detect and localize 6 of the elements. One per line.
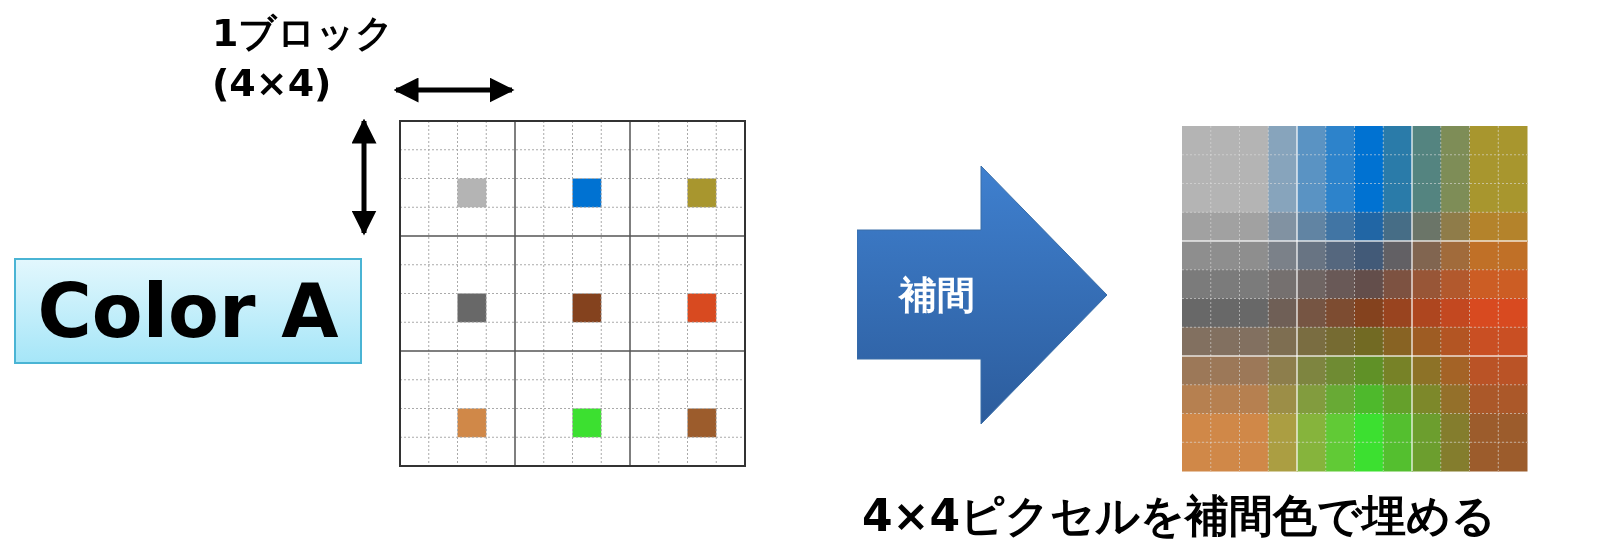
caption: 4×4ピクセルを補間色で埋める [862,489,1498,543]
box-label: Color A [37,274,339,348]
block-size-label: 1ブロック (4×4) [212,10,396,107]
arrow-label: 補間 [899,272,975,318]
label-box [14,258,362,364]
block-arrow [857,166,1107,424]
